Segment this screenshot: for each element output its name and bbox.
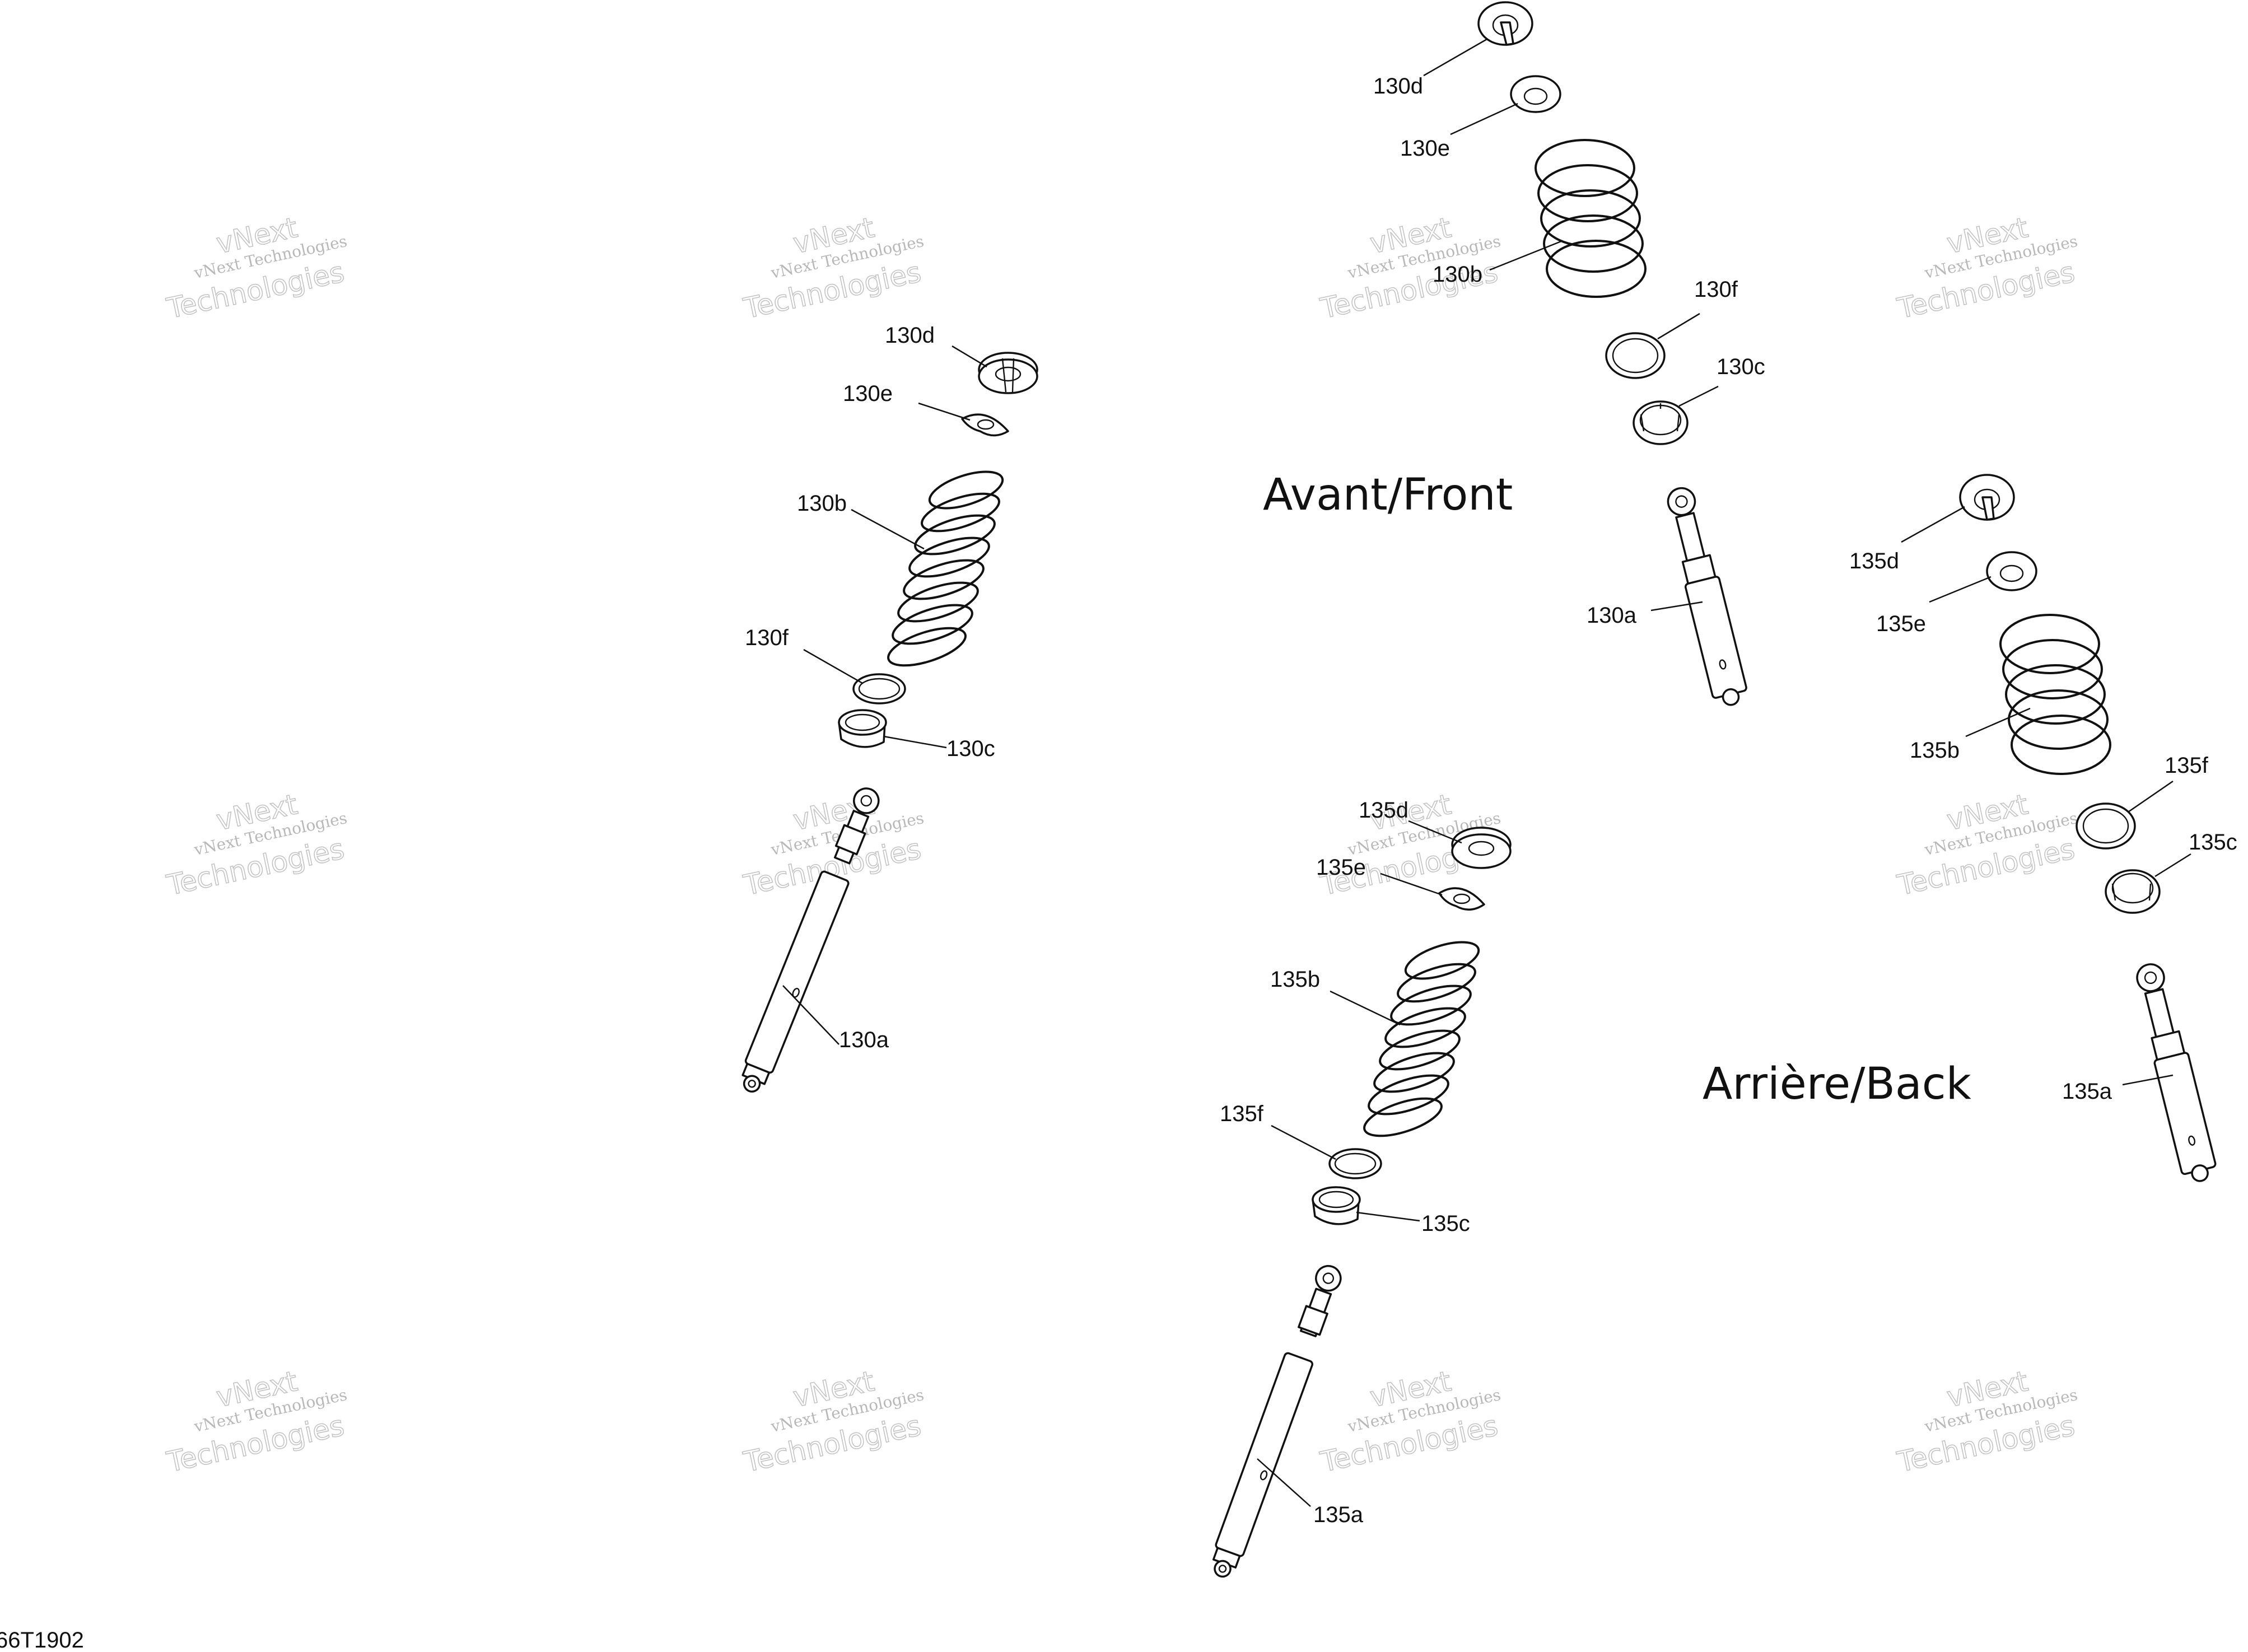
callout-130e: 130e: [1400, 136, 1450, 161]
part-shock-absorber-135a: [1212, 1264, 1342, 1578]
assembly-front-left: 130d 130e 130b 130f 130c 130a: [741, 323, 1038, 1093]
part-adjuster-135c: [1312, 1186, 1361, 1225]
part-adjuster-135c: [2105, 869, 2161, 914]
callout-130a: 130a: [1587, 603, 1637, 628]
callout-135c: 135c: [2189, 830, 2237, 855]
part-spring-stop-130d: [978, 352, 1038, 394]
leaders-front-right: [1423, 38, 1719, 612]
part-shock-absorber-135a: [2136, 963, 2217, 1182]
callout-130d: 130d: [1373, 74, 1423, 99]
callout-130b: 130b: [797, 491, 847, 516]
part-clip-135e: [1438, 887, 1485, 911]
callout-135a: 135a: [1313, 1502, 1364, 1527]
part-adjuster-130c: [1633, 400, 1689, 445]
watermark: vNext vNext Technologies Technologies: [1894, 1364, 2079, 1479]
section-title-back: Arrière/Back: [1703, 1059, 1971, 1109]
callout-130d: 130d: [885, 323, 935, 348]
part-washer-130f: [1605, 332, 1666, 379]
watermark: vNext vNext Technologies Technologies: [164, 211, 349, 325]
callout-135d: 135d: [1849, 549, 1899, 573]
callout-135d: 135d: [1359, 798, 1409, 823]
part-washer-135f: [1328, 1148, 1382, 1179]
part-shock-absorber-130a: [741, 787, 880, 1093]
part-washer-135f: [2076, 802, 2136, 850]
drawing-code: 66T1902: [0, 1628, 84, 1652]
callout-135b: 135b: [1910, 738, 1960, 763]
part-coil-spring-135b: [1363, 941, 1480, 1137]
part-spring-stop-130d: [1477, 1, 1533, 46]
callout-135a: 135a: [2062, 1079, 2112, 1104]
assembly-back-left: 135d 135e 135b 135f 135c 135a: [1212, 798, 1512, 1578]
callout-130e: 130e: [843, 381, 893, 406]
callout-135c: 135c: [1421, 1211, 1470, 1236]
callout-135e: 135e: [1876, 612, 1926, 636]
part-clip-130e: [1510, 75, 1561, 113]
callout-135f: 135f: [2165, 753, 2209, 778]
leaders-back-right: [1901, 506, 2191, 1086]
part-coil-spring-130b: [1535, 139, 1647, 298]
watermark: vNext vNext Technologies Technologies: [164, 1364, 349, 1479]
callout-130a: 130a: [839, 1028, 889, 1052]
leaders-back-left: [1257, 820, 1462, 1507]
part-washer-130f: [852, 673, 906, 704]
part-spring-stop-135d: [1451, 827, 1512, 869]
leaders-front-left: [782, 345, 987, 1045]
callout-130f: 130f: [1694, 277, 1738, 302]
part-adjuster-130c: [838, 709, 887, 748]
watermark-layer: vNext vNext Technologies Technologies vN…: [164, 211, 2079, 1479]
part-spring-stop-135d: [1959, 474, 2015, 521]
callout-135f: 135f: [1220, 1102, 1264, 1126]
part-coil-spring-130b: [887, 470, 1004, 667]
assembly-back-right: 135d 135e 135b 135f 135c 135a: [1849, 474, 2237, 1182]
part-shock-absorber-130a: [1667, 487, 1747, 706]
callout-130c: 130c: [946, 736, 995, 761]
callout-135b: 135b: [1270, 967, 1320, 992]
watermark: vNext vNext Technologies Technologies: [740, 1364, 926, 1479]
watermark: vNext vNext Technologies Technologies: [164, 787, 349, 902]
part-coil-spring-135b: [1999, 614, 2111, 775]
assembly-front-right: 130d 130e 130b 130f 130c 130a: [1373, 1, 1765, 706]
callout-130b: 130b: [1433, 262, 1482, 287]
part-clip-130e: [961, 413, 1009, 437]
callout-130c: 130c: [1717, 354, 1765, 379]
callout-135e: 135e: [1316, 855, 1366, 880]
part-clip-135e: [1986, 551, 2037, 591]
callout-130f: 130f: [745, 626, 789, 650]
watermark: vNext vNext Technologies Technologies: [1894, 211, 2079, 325]
section-title-front: Avant/Front: [1263, 470, 1513, 520]
watermark: vNext vNext Technologies Technologies: [1317, 1364, 1503, 1479]
watermark: vNext vNext Technologies Technologies: [1894, 787, 2079, 902]
watermark: vNext vNext Technologies Technologies: [740, 211, 926, 325]
